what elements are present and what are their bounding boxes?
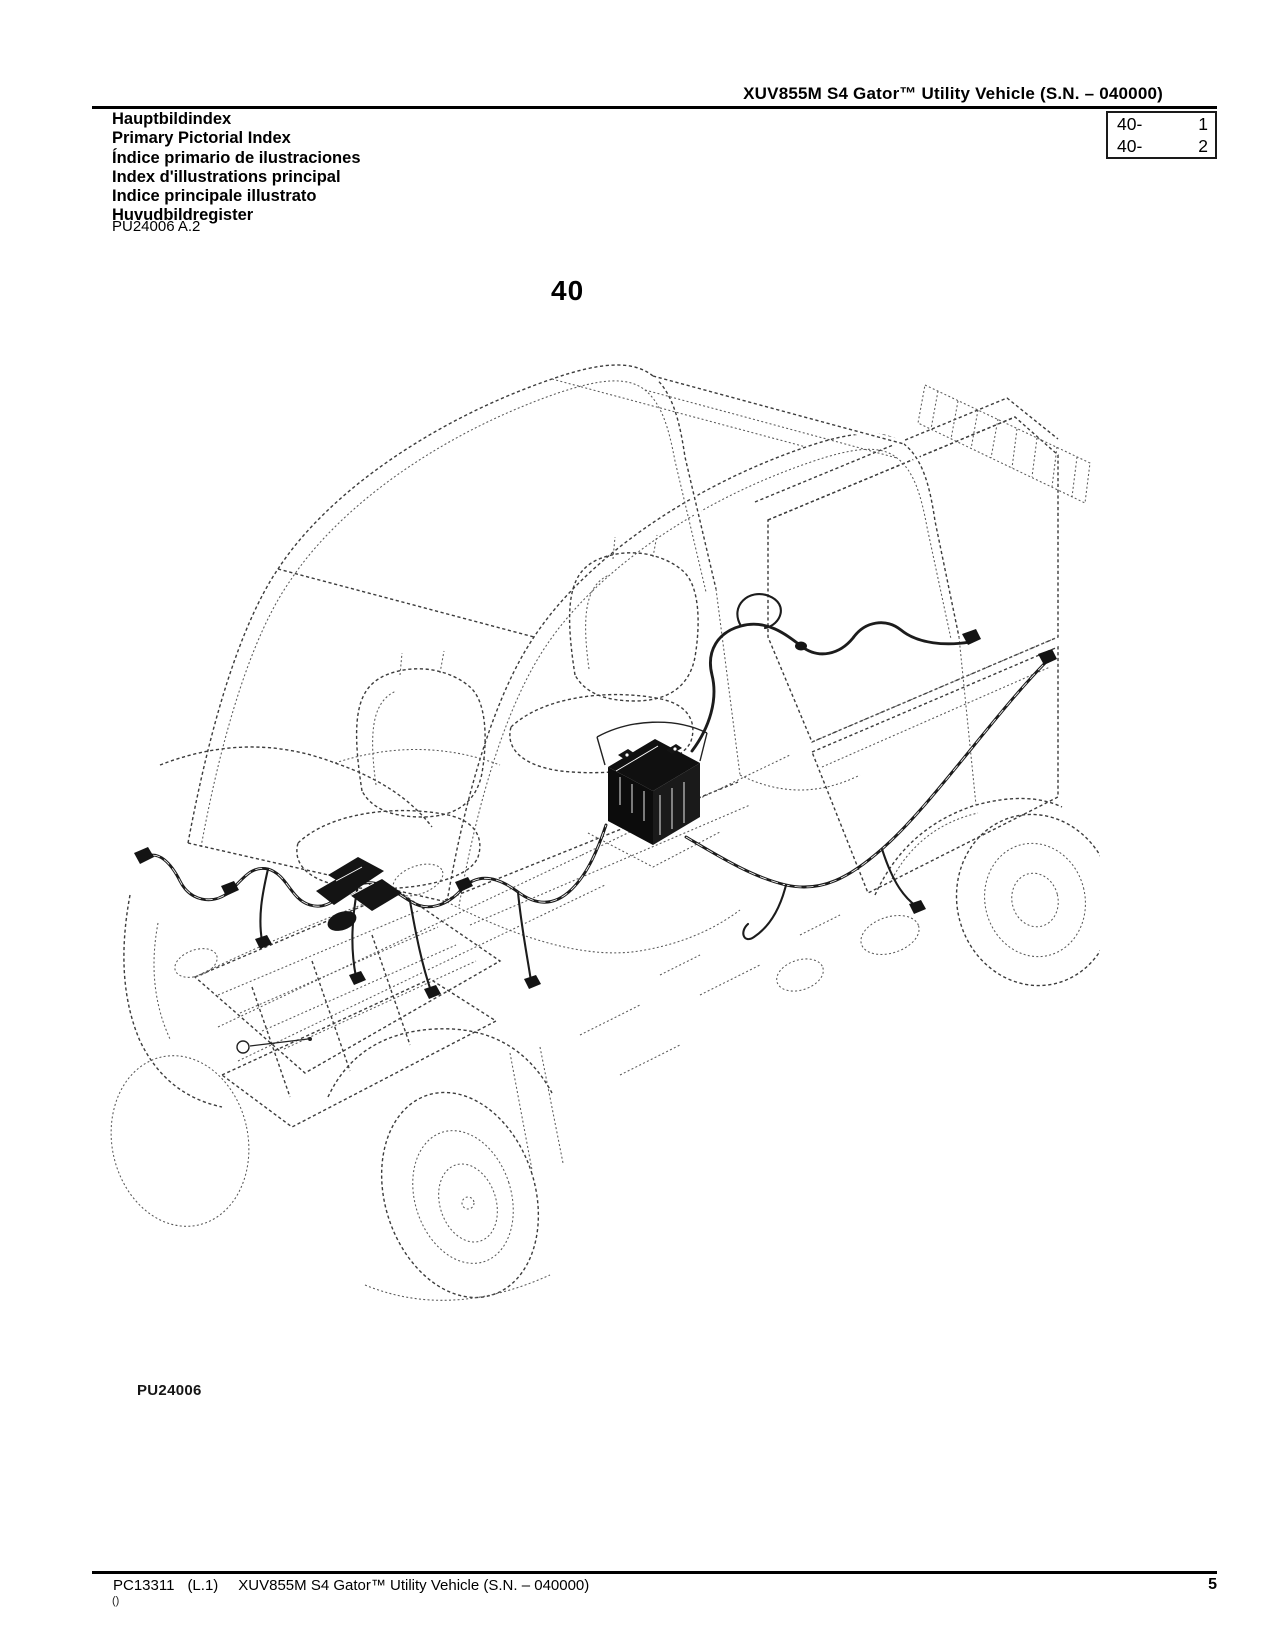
footer-note: (): [112, 1595, 120, 1607]
vehicle-illustration: [110, 361, 1100, 1301]
section-title-fr: Index d'illustrations principal: [112, 167, 341, 186]
cargo-bed: [754, 384, 1091, 896]
page-reference-row: 40- 1: [1108, 113, 1215, 135]
seats: [296, 534, 699, 890]
section-title-en: Primary Pictorial Index: [112, 129, 291, 148]
front-end: [110, 863, 502, 1227]
section-title-it: Indice principale illustrato: [112, 187, 317, 206]
ref-group: 40-: [1117, 114, 1143, 134]
battery: [587, 721, 721, 868]
wiring-harness: [134, 593, 1057, 1054]
ref-page: 2: [1198, 136, 1208, 156]
section-title-block: Hauptbildindex Primary Pictorial Index Í…: [112, 110, 361, 226]
figure-code: PU24006 A.2: [112, 218, 201, 235]
page-number: 5: [1208, 1576, 1217, 1593]
footer-line: PC13311 (L.1) XUV855M S4 Gator™ Utility Ve…: [113, 1577, 589, 1594]
section-title-sv: Huvudbildregister: [112, 206, 254, 225]
page-title: XUV855M S4 Gator™ Utility Vehicle (S.N. …: [743, 84, 1163, 103]
footer-rule: [92, 1571, 1217, 1574]
front-wheel: [327, 1028, 564, 1301]
figure-group-number: 40: [551, 275, 585, 306]
footer-language-code: (L.1): [187, 1577, 219, 1594]
figure-image-code: PU24006: [137, 1382, 202, 1399]
ref-page: 1: [1198, 114, 1208, 134]
header-rule: [92, 106, 1217, 109]
roll-cage: [184, 361, 977, 907]
page-reference-row: 40- 2: [1108, 135, 1215, 157]
section-title-es: Índice primario de ilustraciones: [112, 148, 361, 167]
section-title-de: Hauptbildindex: [112, 110, 232, 128]
rear-wheel: [955, 813, 1100, 987]
page-reference-box: 40- 1 40- 2: [1106, 111, 1217, 159]
ref-group: 40-: [1117, 136, 1143, 156]
footer-model-title: XUV855M S4 Gator™ Utility Vehicle (S.N. …: [238, 1577, 590, 1594]
footer-catalog-number: PC13311: [113, 1577, 175, 1594]
